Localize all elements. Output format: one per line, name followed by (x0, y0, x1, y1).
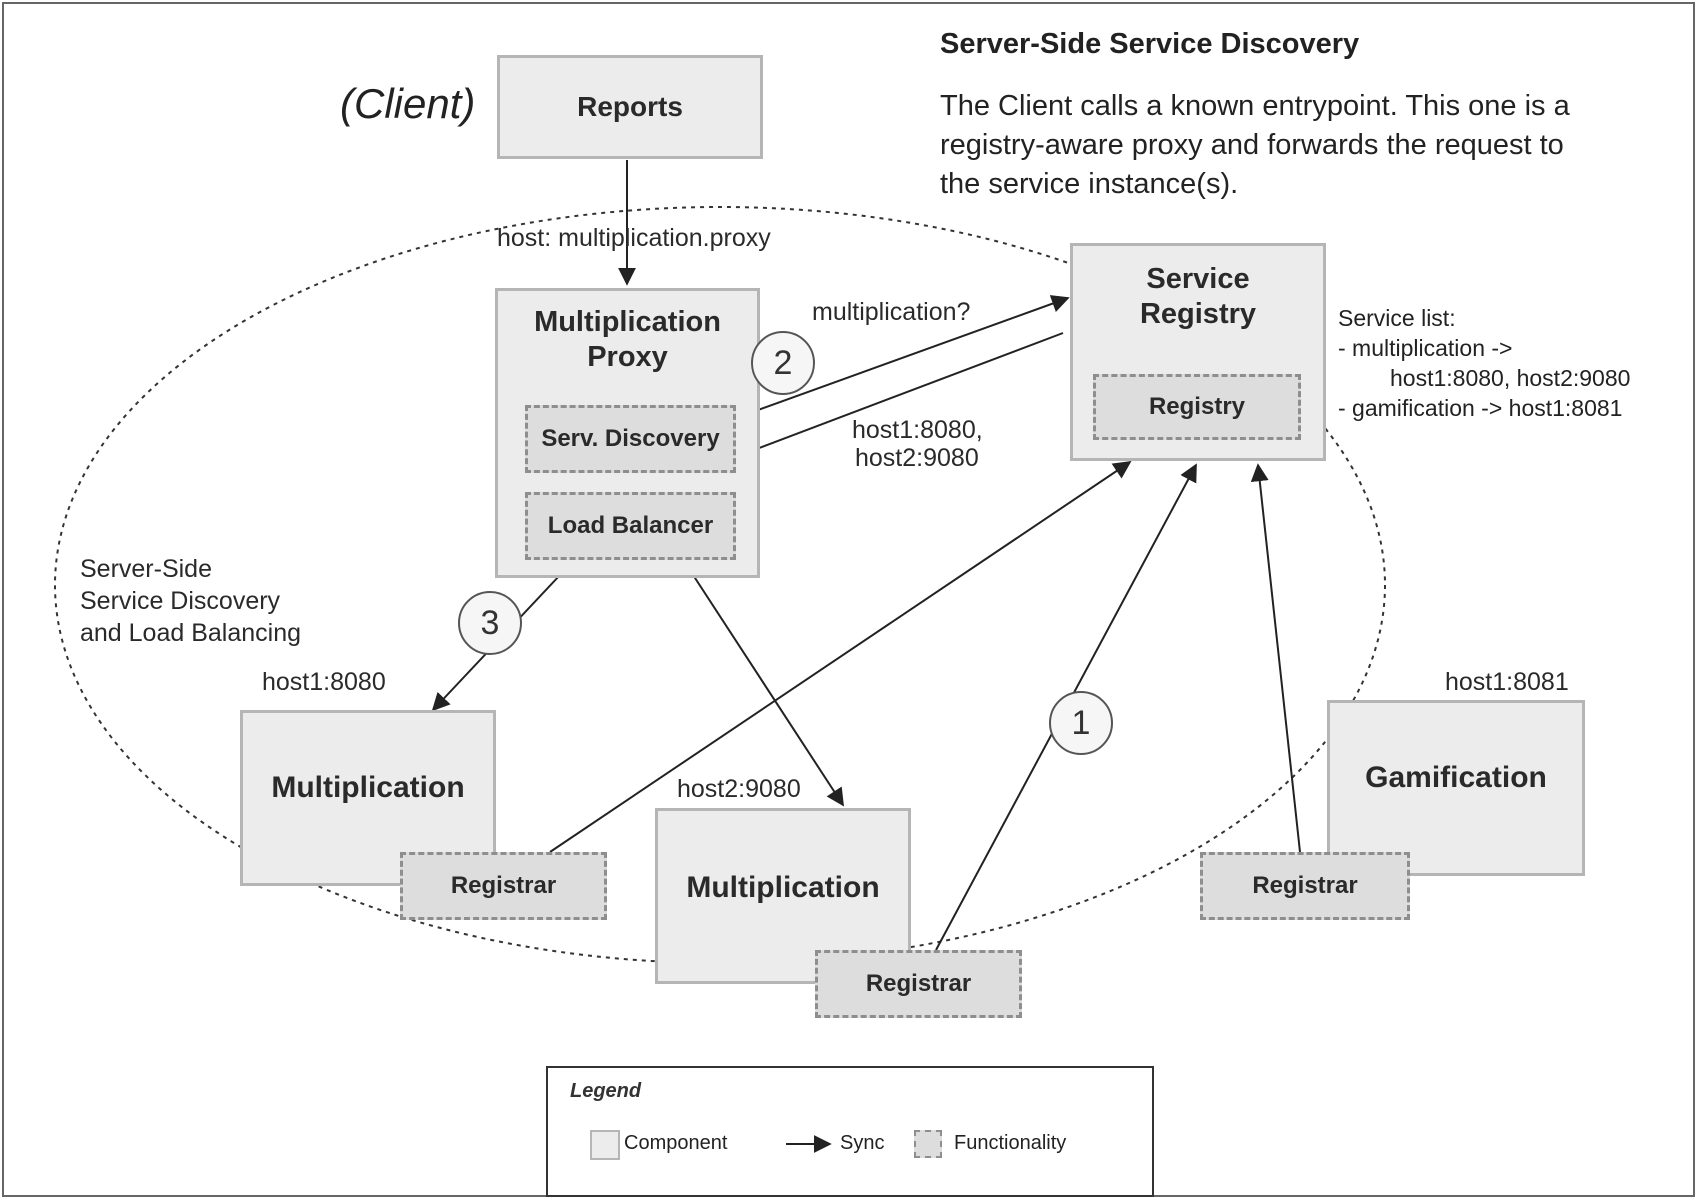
legend-component-swatch (590, 1130, 620, 1160)
registrar-1-functionality: Registrar (400, 852, 607, 920)
description-line-2: registry-aware proxy and forwards the re… (940, 129, 1564, 161)
serv-discovery-functionality: Serv. Discovery (525, 405, 736, 473)
host1-8081-label: host1:8081 (1445, 668, 1569, 696)
server-side-zone (54, 206, 1386, 964)
registrar-3-label: Registrar (1252, 872, 1358, 899)
service-list-header: Service list: (1338, 305, 1456, 331)
registrar-2-functionality: Registrar (815, 950, 1022, 1018)
zone-label-line2: Service Discovery (80, 587, 281, 615)
proxy-label-line2: Proxy (587, 341, 668, 373)
client-label: (Client) (340, 80, 476, 127)
arrow-registrar3-to-registry (1250, 463, 1301, 853)
registrar-3-functionality: Registrar (1200, 852, 1410, 920)
host2-9080-label: host2:9080 (677, 775, 801, 803)
step-2-marker: 2 (751, 331, 815, 395)
registry-functionality: Registry (1093, 374, 1301, 440)
registry-label-line2: Registry (1139, 298, 1257, 330)
diagram-title: Server-Side Service Discovery (940, 28, 1360, 60)
service-list-entry-1-hosts: host1:8080, host2:9080 (1390, 365, 1631, 391)
load-balancer-label: Load Balancer (547, 512, 714, 539)
registrar-2-label: Registrar (865, 970, 972, 997)
arrow-lb-to-mult2 (681, 557, 844, 807)
step-1-marker: 1 (1049, 691, 1113, 755)
registry-label: Registry (1148, 393, 1246, 420)
multiplication-1-label: Multiplication (271, 771, 465, 804)
registrar-1-label: Registrar (450, 872, 557, 899)
proxy-label-line1: Multiplication (534, 306, 721, 338)
service-list-entry-2: - gamification -> host1:8081 (1338, 395, 1623, 421)
legend-component-label: Component (624, 1132, 728, 1154)
load-balancer-functionality: Load Balancer (525, 492, 736, 560)
legend-sync-arrow (786, 1135, 832, 1153)
reports-label: Reports (577, 91, 683, 122)
host-proxy-label: host: multiplication.proxy (497, 224, 771, 252)
query-label: multiplication? (812, 298, 971, 326)
registry-label-line1: Service (1146, 263, 1250, 295)
description-line-3: the service instance(s). (940, 168, 1239, 200)
legend: Legend Component Sync Functionality (546, 1066, 1154, 1197)
legend-functionality-swatch (914, 1130, 942, 1158)
description-line-1: The Client calls a known entrypoint. Thi… (940, 90, 1570, 122)
zone-label-line3: and Load Balancing (80, 619, 302, 647)
legend-sync-label: Sync (840, 1132, 885, 1154)
service-list-entry-1: - multiplication -> (1338, 335, 1513, 361)
zone-label-line1: Server-Side (80, 555, 212, 583)
gamification-label: Gamification (1365, 761, 1547, 794)
host1-8080-label: host1:8080 (262, 668, 386, 696)
arrow-discovery-response (736, 332, 1064, 459)
multiplication-2-label: Multiplication (686, 871, 880, 904)
arrow-discovery-query (735, 295, 1070, 419)
serv-discovery-label: Serv. Discovery (541, 425, 720, 452)
response-label-line1: host1:8080, (852, 416, 983, 444)
gamification-component: Gamification (1327, 700, 1585, 876)
reports-component: Reports (497, 55, 763, 159)
legend-title: Legend (570, 1080, 642, 1102)
arrow-registrar1-to-registry (549, 460, 1132, 853)
response-label-line2: host2:9080 (855, 444, 979, 472)
legend-functionality-label: Functionality (954, 1132, 1067, 1154)
step-3-marker: 3 (458, 591, 522, 655)
